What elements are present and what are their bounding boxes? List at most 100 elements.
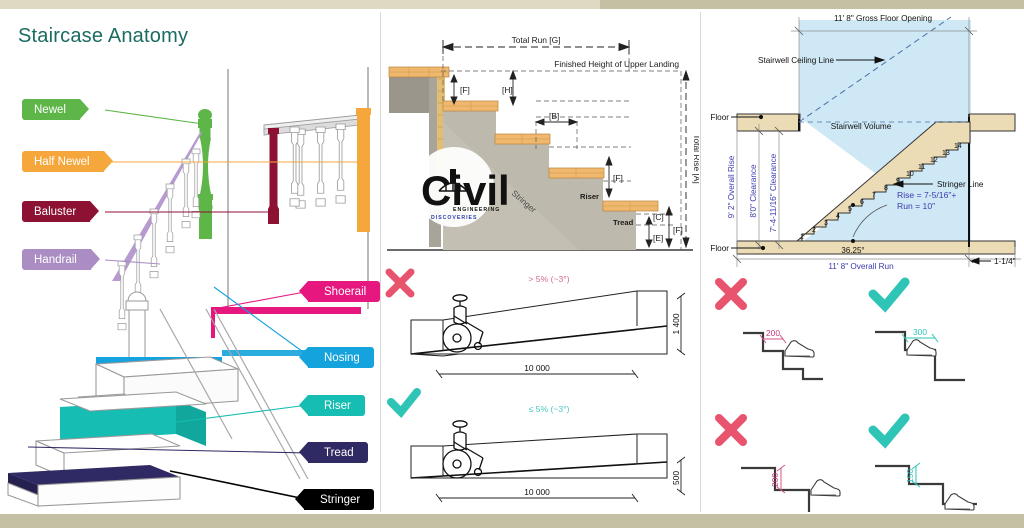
label-stringer-text: Stringer: [320, 493, 361, 506]
label-half-newel[interactable]: Half Newel: [22, 151, 113, 172]
svg-text:6: 6: [860, 199, 864, 206]
dim-e: [E]: [653, 233, 663, 243]
panel-staircase-anatomy: Staircase Anatomy: [0, 9, 381, 514]
svg-text:2: 2: [812, 227, 816, 234]
shoe-icon-2: [906, 339, 937, 357]
wheelchair-user-2: [442, 420, 484, 479]
panel-stair-section: Total Run [G] Finished Height of Upper L…: [381, 9, 699, 264]
svg-text:9: 9: [896, 178, 900, 185]
label-stringer[interactable]: Stringer: [294, 489, 375, 510]
panel-ramps: > 5% (~3°): [381, 266, 699, 514]
leader-riser: [169, 404, 309, 424]
label-half-newel-text: Half Newel: [34, 155, 90, 168]
label-tread-section: Tread: [613, 218, 634, 227]
watermark-sub2: DISCOVERIES: [431, 215, 477, 221]
label-riser-section: Riser: [580, 192, 599, 201]
txt-clearance-7: 7'-4-11/16" Clearance: [769, 153, 778, 232]
panel-divider-1: [380, 12, 381, 512]
label-tread-text: Tread: [324, 446, 354, 459]
step-profile-3: [741, 466, 811, 512]
svg-text:3: 3: [824, 220, 828, 227]
page-title: Staircase Anatomy: [18, 25, 189, 47]
label-nosing[interactable]: Nosing: [299, 347, 374, 368]
txt-floor-bottom: Floor: [710, 244, 729, 253]
txt-slope-2: ≤ 5% (~3°): [529, 404, 570, 414]
dim-total-rise: Total Rise [A]: [692, 134, 699, 183]
svg-text:14: 14: [954, 143, 962, 150]
label-shoerail-text: Shoerail: [324, 285, 367, 298]
svg-text:12: 12: [930, 157, 938, 164]
tread-highlight: [8, 465, 180, 495]
txt-overall-run: 11' 8" Overall Run: [828, 262, 894, 271]
label-handrail[interactable]: Handrail: [22, 249, 100, 270]
leader-tread: [27, 446, 309, 454]
label-newel[interactable]: Newel: [22, 99, 89, 120]
bottom-band: [0, 514, 1024, 528]
txt-offset: 1-1/4": [994, 257, 1016, 266]
svg-text:1: 1: [800, 234, 804, 241]
txt-floor-top: Floor: [710, 113, 729, 122]
dim-arrow-1: [759, 334, 787, 344]
top-band-light: [0, 0, 600, 9]
check-icon-ramp-2: [387, 388, 421, 418]
dim-f-1: [F]: [460, 85, 470, 95]
leader-stringer: [169, 470, 311, 501]
txt-slope-1: > 5% (~3°): [528, 274, 569, 284]
dim-finished-height: Finished Height of Upper Landing: [554, 59, 679, 69]
svg-text:5: 5: [848, 206, 852, 213]
panel-divider-3: [700, 272, 701, 512]
txt-stringer-line: Stringer Line: [937, 180, 984, 189]
half-newel-highlight: [356, 108, 371, 232]
txt-ceiling-line: Stairwell Ceiling Line: [758, 56, 834, 65]
leader-shoerail: [212, 290, 311, 310]
dim-f-3: [F]: [673, 225, 683, 235]
handrail-highlight: [112, 131, 203, 281]
cross-icon-step-3: [715, 414, 747, 446]
svg-text:7: 7: [872, 192, 876, 199]
dim-c: [C]: [653, 212, 664, 222]
txt-height-2: 500: [671, 471, 681, 485]
label-nosing-text: Nosing: [324, 351, 360, 364]
newel-highlight: [198, 109, 213, 239]
shoerail-highlight: [211, 307, 361, 338]
txt-stairwell-volume: Stairwell Volume: [831, 122, 892, 131]
wheelchair-user-1: [442, 294, 484, 353]
txt-gross-floor-opening: 11' 8" Gross Floor Opening: [834, 14, 933, 23]
label-baluster[interactable]: Baluster: [22, 201, 100, 222]
txt-step-dim-1: 200: [766, 328, 780, 338]
staircase-illustration: [0, 9, 380, 514]
txt-rise-note: Rise = 7-5/16"+: [897, 190, 956, 200]
txt-angle: 36.25°: [841, 246, 864, 255]
cross-icon-step-1: [715, 278, 747, 310]
panel-divider-2: [700, 12, 701, 512]
label-shoerail[interactable]: Shoerail: [298, 281, 381, 302]
leader-handrail: [104, 259, 161, 265]
dim-total-run: Total Run [G]: [512, 35, 561, 45]
lower-newel: [125, 291, 149, 371]
txt-height-1: 1 400: [671, 313, 681, 334]
txt-step-dim-2: 300: [913, 327, 927, 337]
svg-text:11: 11: [918, 164, 925, 171]
label-riser[interactable]: Riser: [299, 395, 365, 416]
txt-step-dim-3: 200: [770, 473, 780, 487]
dim-b: [B]: [549, 111, 559, 121]
label-riser-text: Riser: [324, 399, 351, 412]
label-newel-text: Newel: [34, 103, 66, 116]
shoe-icon-1: [784, 340, 815, 358]
panel-step-comparison: 200 300: [701, 272, 1024, 514]
shoe-icon-4: [944, 493, 975, 511]
txt-overall-rise: 9' 2" Overall Rise: [727, 155, 736, 218]
txt-step-dim-4: 150: [905, 469, 915, 483]
watermark-sub1: ENGINEERING: [453, 207, 500, 213]
dim-f-2: [F]: [613, 173, 623, 183]
shoe-icon-3: [810, 479, 841, 497]
dim-h: [H]: [502, 85, 513, 95]
leader-newel: [104, 109, 211, 126]
label-handrail-text: Handrail: [34, 253, 77, 266]
txt-clearance-8: 8'0" Clearance: [749, 164, 758, 218]
step-profile-1: [743, 331, 823, 381]
label-tread[interactable]: Tread: [299, 442, 368, 463]
dim-arrow-2: [901, 333, 939, 343]
svg-text:13: 13: [942, 150, 950, 157]
